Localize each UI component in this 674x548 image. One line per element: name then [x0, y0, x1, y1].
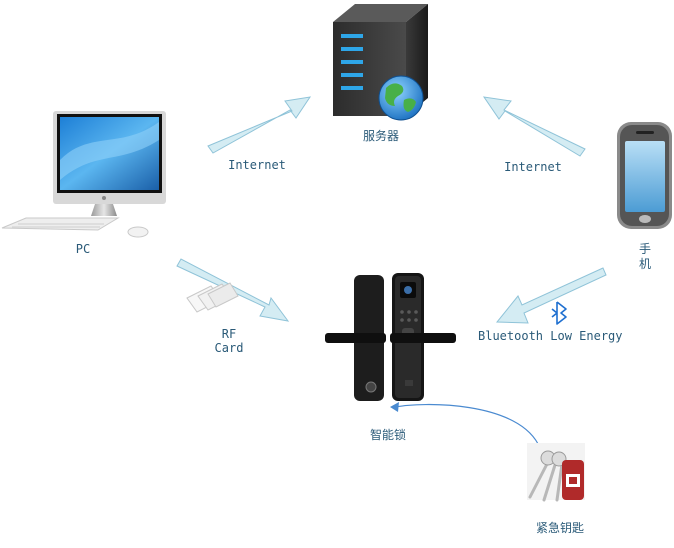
server-with-globe-icon	[333, 4, 428, 121]
phone-label-line1: 手	[638, 242, 651, 256]
connector-key-to-lock	[395, 403, 541, 449]
lock-label: 智能锁	[369, 428, 406, 442]
arrow-phone-to-lock	[495, 267, 607, 324]
arrow-phone-to-server	[482, 96, 586, 157]
bluetooth-edge-label: Bluetooth Low Energy	[478, 329, 623, 343]
key-label: 紧急钥匙	[535, 521, 584, 535]
connector-arrowhead	[390, 402, 399, 412]
rf-card-icon	[186, 282, 239, 313]
server-label: 服务器	[362, 129, 399, 143]
phone-server-edge-label: Internet	[504, 160, 562, 174]
arrow-pc-to-server	[207, 96, 312, 154]
phone-label-line2: 机	[638, 257, 651, 271]
bluetooth-icon	[551, 301, 567, 325]
mobile-phone-icon	[617, 122, 672, 229]
pc-server-edge-label: Internet	[228, 158, 286, 172]
rf-edge-label-line2: Card	[214, 341, 244, 355]
rf-edge-label-line1: RF	[221, 327, 237, 341]
emergency-keys-icon	[527, 443, 585, 502]
smart-door-lock-icon	[325, 273, 456, 401]
desktop-computer-icon	[1, 111, 166, 238]
pc-label: PC	[75, 242, 91, 256]
